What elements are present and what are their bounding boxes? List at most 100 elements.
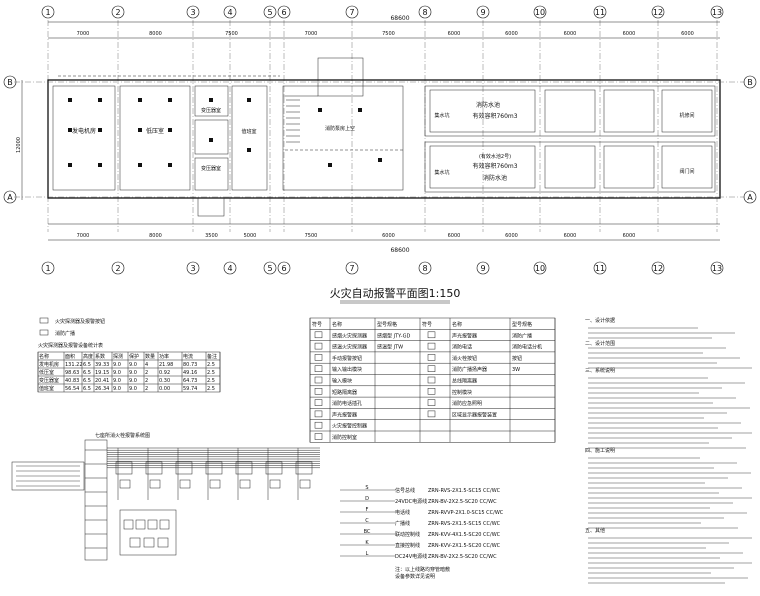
legend-header: 型号规格 — [512, 321, 532, 328]
legend-symbol-icon — [427, 365, 436, 372]
wire-spec: ZRN-KVV-4X1.5-SC20 CC/WC — [428, 532, 501, 538]
room-pump: 消防泵房上空 — [325, 125, 355, 132]
notes-section-heading: 四、施工说明 — [585, 447, 615, 454]
module-box — [157, 537, 169, 548]
stats-cell: 2 — [145, 386, 148, 392]
module-box — [265, 461, 283, 475]
axis-label: 1 — [45, 8, 50, 17]
module-box — [159, 519, 170, 530]
stats-cell: 6.5 — [83, 386, 91, 392]
module-box — [209, 479, 221, 489]
bay-dim-bottom: 5000 — [244, 233, 257, 239]
axis-label: 3 — [190, 8, 195, 17]
axis-label: 8 — [422, 8, 427, 17]
stats-cell: 21.98 — [159, 362, 173, 368]
axis-label: 10 — [535, 8, 545, 17]
bay-dim-bottom: 3500 — [205, 233, 218, 239]
axis-label: 3 — [190, 264, 195, 273]
legend-symbol-icon — [314, 331, 323, 339]
axis-label: 5 — [267, 8, 272, 17]
axis-label: 1 — [45, 264, 50, 273]
axis-label: 4 — [227, 264, 232, 273]
bay-dim-top: 7000 — [305, 31, 318, 37]
tank2-capacity: 有效容积760m3 — [472, 162, 517, 170]
legend-cell: 控制模块 — [452, 389, 472, 396]
axis-label: 2 — [115, 264, 120, 273]
smoke-detector-icon — [98, 163, 102, 167]
legend-header: 符号 — [312, 321, 322, 328]
legend-cell: 输入输出模块 — [332, 366, 362, 373]
room-inlet-1: 集水坑 — [434, 112, 449, 119]
stats-cell: 20.41 — [95, 378, 109, 384]
legend-symbol-icon — [314, 376, 323, 384]
tank2-sub: 消防水池 — [483, 174, 507, 182]
axis-circle — [111, 5, 125, 19]
wire-name: 联动控制线 — [395, 531, 420, 538]
legend-cell: 感烟火灾探测器 — [332, 332, 367, 339]
stats-cell: 64.73 — [183, 378, 197, 384]
legend-cell: 短路隔离器 — [332, 389, 357, 396]
module-box — [147, 519, 158, 530]
axis-circle — [418, 261, 432, 275]
module-box — [145, 461, 163, 475]
module-box — [179, 479, 191, 489]
legend-cell: 感温火灾探测器 — [332, 344, 367, 351]
smoke-detector-icon — [98, 128, 102, 132]
axis-circle — [186, 5, 200, 19]
smoke-detector-icon — [138, 98, 142, 102]
axis-circle — [651, 5, 665, 19]
system-diagram-title: 七座所消火栓报警系统图 — [95, 432, 150, 439]
smoke-detector-icon — [209, 138, 213, 142]
tank1-title: 消防水池 — [476, 101, 500, 109]
legend-cell: 区域显示器报警装置 — [452, 411, 497, 418]
legend-cell: 火灾报警控制器 — [332, 423, 367, 430]
axis-label: 11 — [595, 264, 605, 273]
bay-dim-bottom: 6000 — [448, 233, 461, 239]
tank2-title: (有效水池2号) — [479, 153, 511, 160]
legend-symbol-icon — [314, 433, 323, 440]
room-transformer-1: 变压器室 — [201, 107, 221, 114]
axis-circle — [651, 261, 665, 275]
smoke-detector-icon — [98, 98, 102, 102]
smoke-detector-icon — [68, 128, 72, 132]
axis-label: 12 — [653, 8, 663, 17]
bay-dim-top: 6000 — [448, 31, 461, 37]
axis-label: 9 — [480, 264, 485, 273]
stats-cell: 低压室 — [39, 369, 54, 376]
stats-cell: 39.33 — [95, 362, 109, 368]
dimension-lines: 68600 68600 — [48, 15, 720, 254]
axis-label: 6 — [281, 8, 286, 17]
legend-cell: 输入模块 — [332, 378, 352, 385]
stats-cell: 变压器室 — [39, 377, 59, 384]
axis-label: A — [7, 193, 13, 202]
room-duty: 值班室 — [241, 128, 256, 135]
axis-label: 4 — [227, 8, 232, 17]
legend-symbol-icon — [427, 399, 436, 406]
legend-cell: 声光报警器 — [452, 332, 477, 339]
axis-circle — [41, 261, 55, 275]
total-dimension-bottom: 68600 — [390, 247, 409, 254]
axis-circle — [476, 261, 490, 275]
notes-section-heading: 三、系统说明 — [585, 367, 615, 374]
stats-cell: 0.30 — [159, 378, 170, 384]
plan-title: 火灾自动报警平面图1:150 — [330, 286, 461, 300]
module-box — [129, 537, 141, 548]
stats-cell: 56.54 — [65, 386, 79, 392]
legend-symbol-icon — [314, 399, 323, 406]
axis-circle — [533, 5, 547, 19]
room-lowvolt: 低压室 — [146, 127, 164, 135]
stats-cell: 6.5 — [83, 362, 91, 368]
stats-cell: 2.5 — [207, 386, 215, 392]
room-valve: 阀门间 — [679, 168, 694, 175]
stats-cell: 98.63 — [65, 370, 79, 376]
axis-label: 11 — [595, 8, 605, 17]
stats-cell: 19.15 — [95, 370, 109, 376]
axis-label: 7 — [349, 8, 354, 17]
axis-label: 12 — [653, 264, 663, 273]
stats-cell: 9.0 — [113, 370, 121, 376]
stats-cell: 9.0 — [113, 362, 121, 368]
stats-cell: 6.5 — [83, 370, 91, 376]
room-machine: 机修间 — [679, 112, 694, 119]
